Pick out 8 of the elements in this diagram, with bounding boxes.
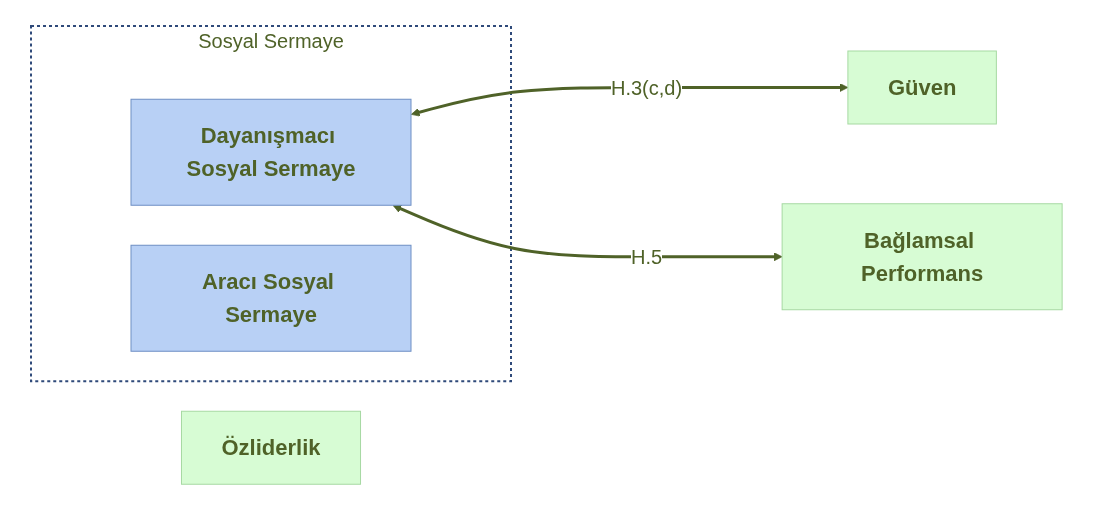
node-box: Özliderlik [181, 410, 362, 485]
node-box: Bağlamsal Performans [782, 203, 1064, 311]
node-box: Güven [847, 50, 998, 125]
arrow [393, 204, 783, 261]
edge-label: H.5 [631, 245, 663, 268]
node-box: Aracı Sosyal Sermaye [130, 244, 412, 352]
edge-label: H.3(c,d) [611, 76, 683, 99]
node-box: Dayanışmacı Sosyal Sermaye [130, 98, 412, 206]
